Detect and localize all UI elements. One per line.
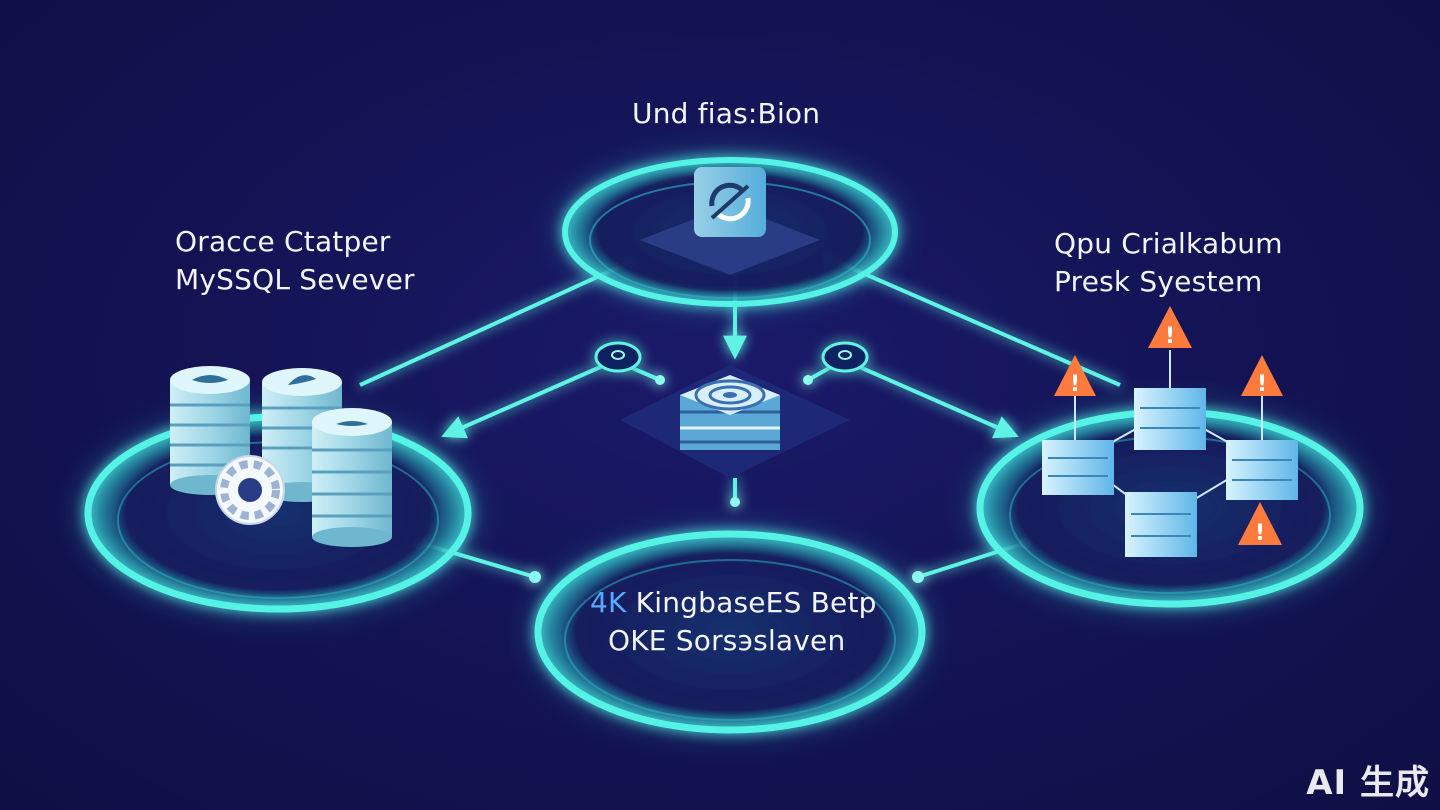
warning-icon: !	[1054, 355, 1096, 397]
target-stack-icon	[620, 365, 850, 478]
small-node-right	[821, 341, 869, 373]
gear-icon	[215, 455, 285, 525]
warning-icon: !	[1238, 502, 1282, 546]
small-node-left	[594, 341, 642, 373]
bottom-node-line1: KingbaseES Betp	[626, 586, 877, 619]
bottom-node-label: 4K KingbaseES Betp OKE Sorsэslaven	[590, 584, 877, 660]
server-2	[1134, 388, 1206, 450]
svg-text:!: !	[1070, 372, 1080, 397]
warning-icon: !	[1148, 306, 1192, 349]
watermark: AI 生成	[1306, 763, 1430, 803]
database-cluster-icon	[170, 366, 392, 547]
bottom-node-prefix: 4K	[590, 586, 627, 619]
server-1	[1042, 440, 1114, 495]
svg-text:!: !	[1165, 324, 1175, 349]
server-network-icon: ! ! ! !	[1042, 306, 1298, 557]
top-node-title: Und fias:Bion	[632, 97, 821, 130]
server-4	[1125, 492, 1197, 557]
right-node-label: Qpu Crialkabum Presk Syestem	[1054, 225, 1283, 301]
right-node-line2: Presk Syestem	[1054, 265, 1263, 298]
bottom-node-line2: OKE Sorsэslaven	[608, 624, 846, 657]
connector-lines	[359, 256, 1121, 579]
left-node-line2: MySSQL Sevever	[175, 263, 415, 296]
svg-text:!: !	[1257, 372, 1267, 397]
left-node-label: Oracce Ctatper MySSQL Sevever	[175, 223, 415, 299]
server-3	[1226, 440, 1298, 500]
bottom-node-ring	[530, 527, 930, 737]
svg-text:!: !	[1255, 521, 1265, 546]
right-node-line1: Qpu Crialkabum	[1054, 227, 1283, 260]
left-node-line1: Oracce Ctatper	[175, 225, 391, 258]
sync-icon	[694, 167, 766, 237]
warning-icon: !	[1241, 355, 1283, 397]
